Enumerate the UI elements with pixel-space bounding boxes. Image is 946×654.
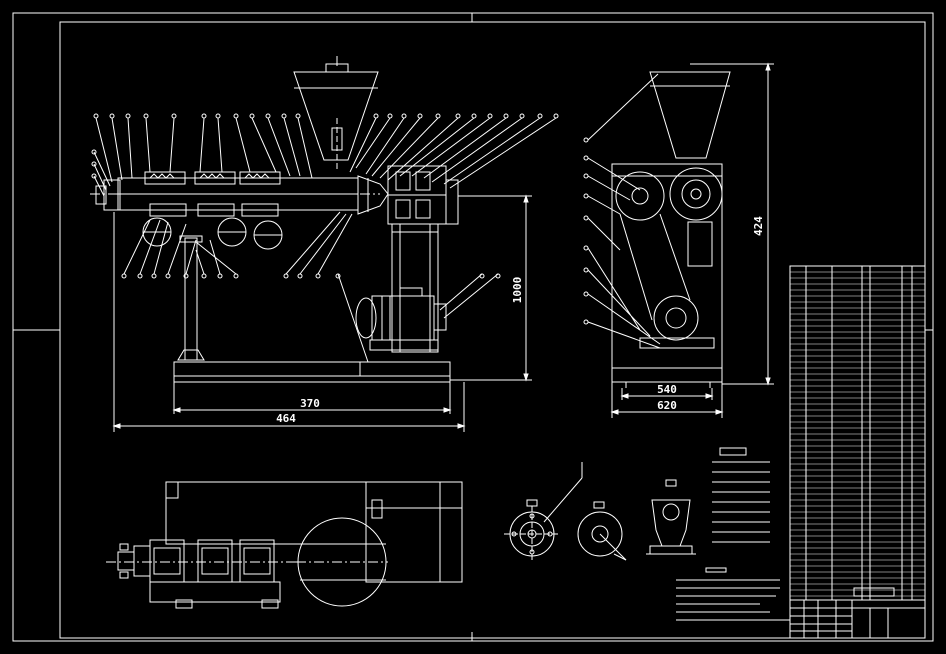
- dimension-overall-length: 464: [276, 412, 296, 425]
- dimension-side-height: 424: [752, 216, 765, 236]
- parts-list: [789, 265, 926, 639]
- side-hopper: [649, 71, 731, 159]
- hopper: [293, 56, 379, 170]
- detail-flange: [504, 462, 583, 562]
- detail-support-bracket: [646, 479, 696, 555]
- motor: [355, 287, 447, 351]
- dimension-front-height: 1000: [511, 277, 524, 304]
- side-view: [583, 62, 774, 418]
- technical-notes: [676, 567, 790, 621]
- parts-list-rows: [790, 271, 925, 597]
- callouts-bottom: [121, 211, 501, 363]
- barrel: [90, 171, 389, 250]
- pulley-upper: [615, 171, 665, 221]
- side-motor: [653, 295, 699, 341]
- detail-shaft-section: [577, 501, 627, 561]
- dimension-base-length: 370: [300, 397, 320, 410]
- sheet-border: [12, 12, 934, 642]
- base-frame: [173, 361, 451, 383]
- support-column: [177, 235, 205, 361]
- top-heater-1: [149, 539, 185, 583]
- dimension-side-inner-width: 540: [657, 383, 677, 396]
- top-heater-3: [239, 539, 275, 583]
- gear-housing: [669, 167, 723, 221]
- front-dimensions: [112, 194, 532, 432]
- top-heater-2: [197, 539, 233, 583]
- dimension-side-overall-width: 620: [657, 399, 677, 412]
- gearbox: [387, 165, 459, 353]
- callouts-top: [91, 113, 559, 197]
- front-view: [90, 56, 559, 432]
- top-view: [106, 481, 463, 609]
- title-block: [789, 587, 926, 639]
- tech-spec-block: [712, 447, 770, 543]
